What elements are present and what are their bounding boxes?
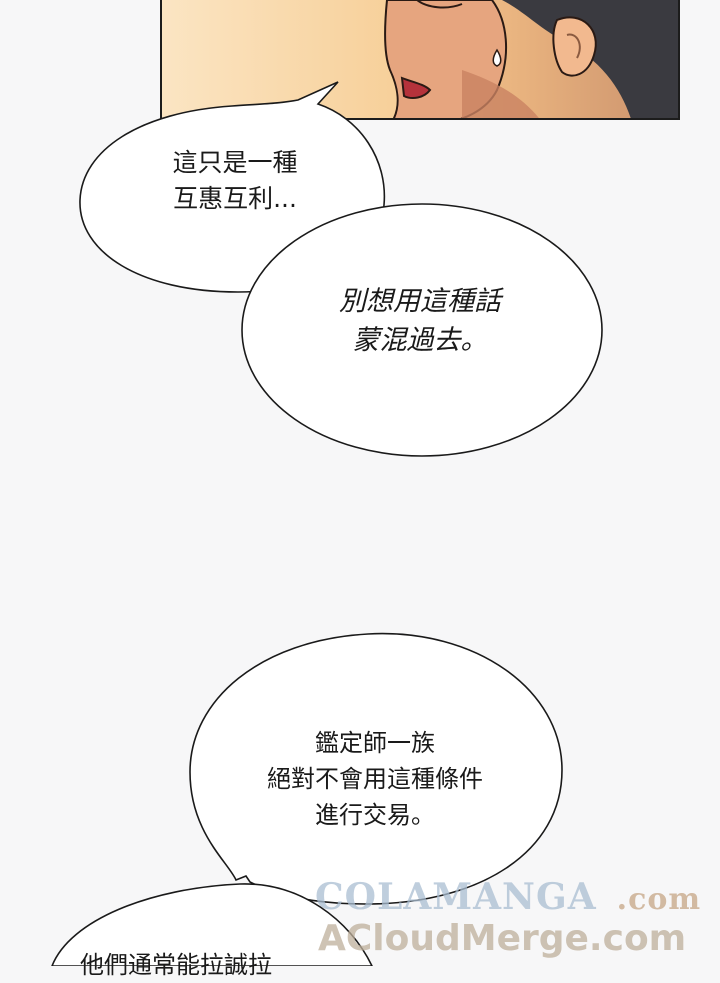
bubble-3-text: 鑑定師一族 絕對不會用這種條件 進行交易。 — [200, 725, 550, 833]
bubble-3-line-2: 絕對不會用這種條件 — [267, 765, 483, 793]
bubble-1-text: 這只是一種 互惠互利... — [130, 145, 340, 218]
character-illustration — [384, 0, 678, 118]
speech-bubble-4 — [51, 883, 373, 966]
watermark-site: ACloudMerge.com — [318, 918, 687, 959]
bubble-2-line-2: 蒙混過去。 — [352, 325, 488, 357]
watermark-brand: COLAMANGA .com — [315, 876, 715, 918]
bubble-3-line-1: 鑑定師一族 — [315, 729, 435, 757]
watermark-brand-text: COLAMANGA — [315, 876, 597, 918]
bubble-1-line-2: 互惠互利... — [173, 184, 297, 214]
speech-bubble-2 — [241, 203, 603, 457]
bubble-3-line-3: 進行交易。 — [315, 801, 435, 829]
watermark-domain-text: .com — [616, 882, 702, 917]
bubble-2-line-1: 別想用這種話 — [339, 286, 501, 317]
bubble-1-line-1: 這只是一種 — [172, 148, 298, 177]
speech-bubble-3 — [189, 632, 563, 905]
comic-panel — [160, 0, 680, 120]
bubble-2-text: 別想用這種話 蒙混過去。 — [290, 282, 550, 360]
